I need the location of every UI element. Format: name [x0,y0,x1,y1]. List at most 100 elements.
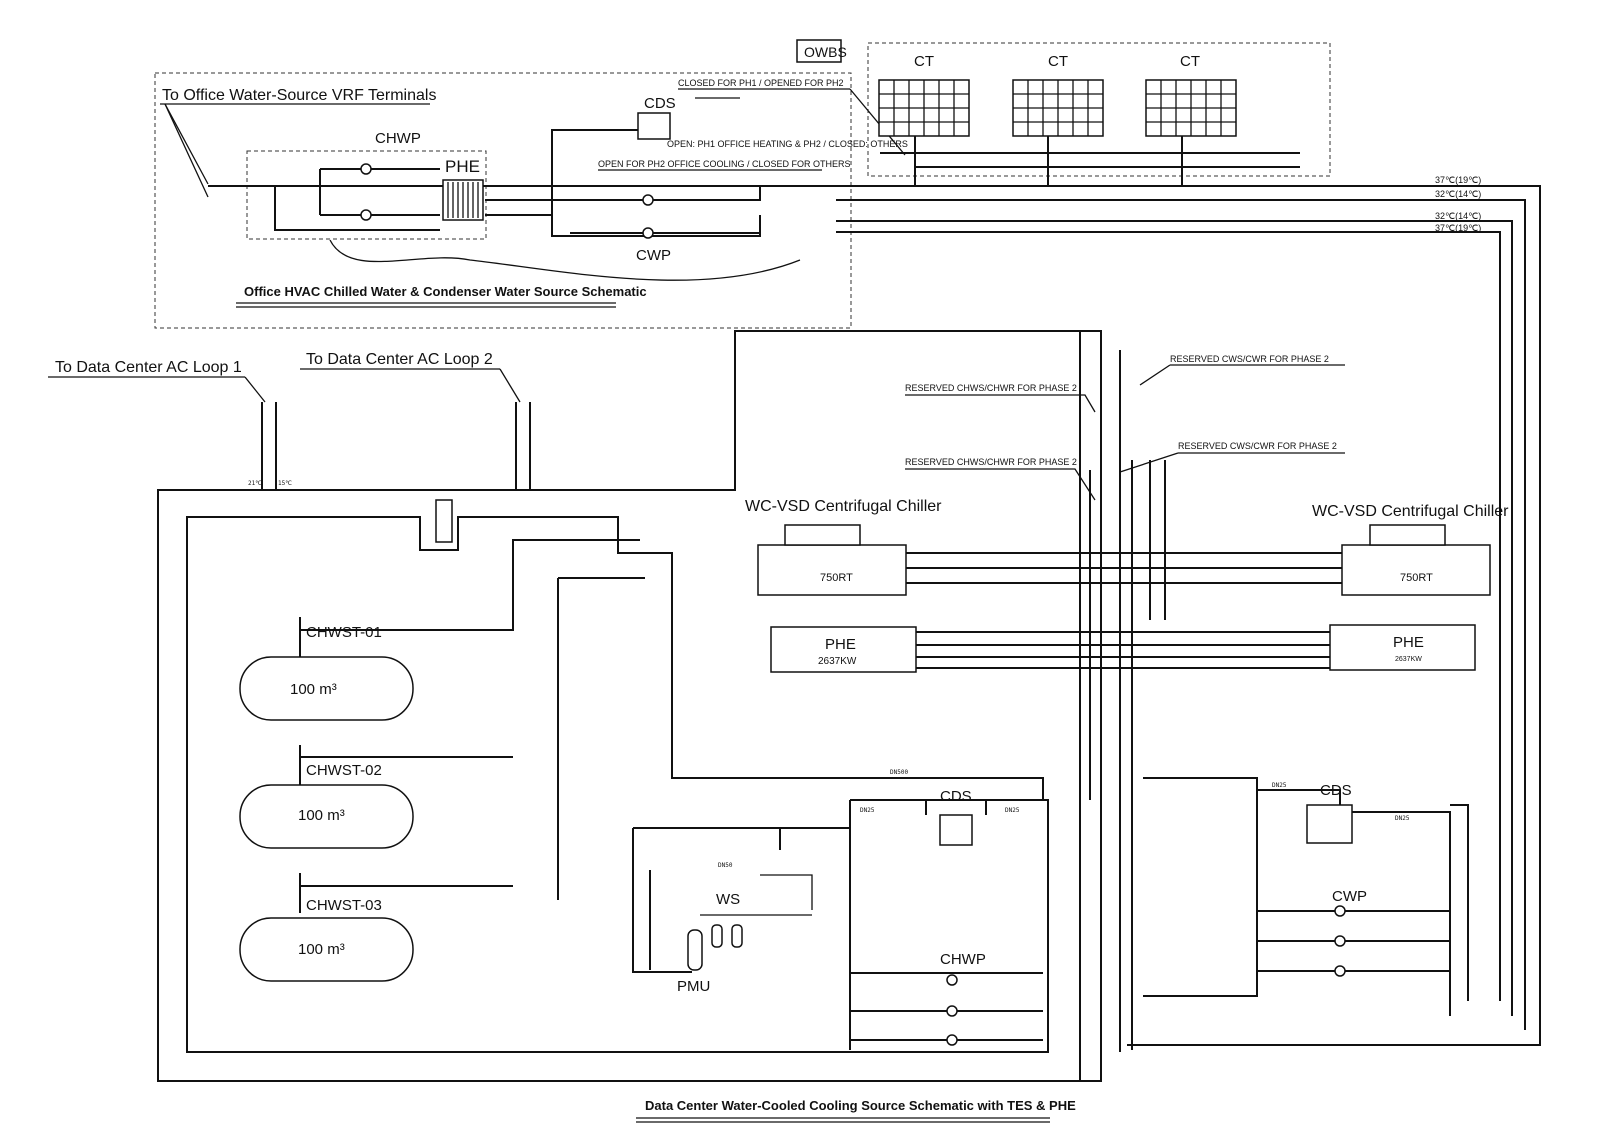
chiller-phe-headers [906,552,1342,669]
chiller-right-label: WC-VSD Centrifugal Chiller [1312,503,1509,520]
office-chwp-pump-1 [360,163,372,175]
cooling-tower-2: CT [1012,53,1104,137]
ct-header-pipes [880,136,1300,186]
dn25-label-c: DN25 [1272,782,1287,789]
dc-cds-unit [939,814,973,846]
reserved-risers [1079,331,1166,1081]
bypass-valve-box [435,499,453,543]
dc-loop1-leader [244,376,266,403]
office-phe-plates [447,182,479,218]
to-dc-loop2-label: To Data Center AC Loop 2 [306,351,493,368]
vrf-leader-2 [164,103,209,198]
temp-32-14: 32℃(14℃) [1435,189,1481,199]
office-phe-label: PHE [445,157,480,176]
owbs-box [796,39,842,63]
cw-main-risers [836,185,1541,1046]
office-cwp-label: CWP [636,247,671,264]
dc-primary-loop [157,330,1102,1082]
reserved-cws-note-1: RESERVED CWS/CWR FOR PHASE 2 [1170,354,1329,364]
right-cwp-pump-2 [1334,935,1346,947]
chiller-right-compressor [1369,524,1446,546]
tank-headers [300,539,645,900]
chiller-right-unit [1341,544,1491,596]
dc-chwp-pump-3 [946,1034,958,1046]
cooling-tower-3: CT [1145,53,1237,137]
ws-label: WS [716,891,740,908]
dn25-label-b: DN25 [1005,807,1020,814]
reserved-chws-note-1: RESERVED CHWS/CHWR FOR PHASE 2 [905,383,1077,393]
dc-cds-label: CDS [940,788,972,805]
chiller-left-compressor [784,524,861,546]
chiller-right-capacity: 750RT [1400,572,1433,584]
right-cwp-pump-1 [1334,905,1346,917]
ws-filter-1 [711,924,723,948]
chiller-left-capacity: 750RT [820,572,853,584]
dc-cds-pipes [849,799,1043,1050]
office-cwp-pump-2 [642,227,654,239]
office-cds-label: CDS [644,95,676,112]
office-chw-return [274,186,440,231]
right-cwp-riser [1450,804,1469,1001]
temp-15: 15℃ [278,480,292,487]
tank2-volume: 100 m³ [298,807,345,824]
chwst-03-tank: CHWST-03 100 m³ [239,897,414,982]
right-cwp-branches [1257,910,1450,972]
office-chwp-pump-2 [360,209,372,221]
phe-left-label: PHE [825,636,856,653]
open-ph2-cooling-note: OPEN FOR PH2 OFFICE COOLING / CLOSED FOR… [598,159,851,169]
office-cwp-pump-1 [642,194,654,206]
ws-piping [700,874,813,916]
to-dc-loop1-label: To Data Center AC Loop 1 [55,359,242,376]
owbs-boundary [867,42,1331,177]
dc-chwp-label: CHWP [940,951,986,968]
reserved-cws-note-2: RESERVED CWS/CWR FOR PHASE 2 [1178,441,1337,451]
vrf-leader [164,103,209,185]
reserved-chws-note-2: RESERVED CHWS/CHWR FOR PHASE 2 [905,457,1077,467]
chwst-02-tank: CHWST-02 100 m³ [239,762,414,849]
phe-left-unit [770,626,917,673]
to-office-vrf-label: To Office Water-Source VRF Terminals [162,87,436,104]
reserved-leaders [905,364,1345,501]
dn50-label: DN50 [718,862,733,869]
temp-21: 21℃ [248,480,262,487]
dn25-label-a: DN25 [860,807,875,814]
pmu-vessel [687,929,703,971]
dc-loop2-leader [499,368,521,403]
closed-ph1-note: CLOSED FOR PH1 / OPENED FOR PH2 [678,78,844,88]
office-signal-line [329,239,801,281]
open-ph1-heating-note: OPEN: PH1 OFFICE HEATING & PH2 / CLOSED:… [667,139,908,149]
office-cw-branches [485,129,761,216]
dc-loop-risers [261,402,531,490]
dc-chwp-pump-1 [946,974,958,986]
temp-37-19b: 37℃(19℃) [1435,223,1481,233]
ct-label-2: CT [1048,53,1068,70]
tank1-label: CHWST-01 [306,624,382,641]
phe-right-unit [1329,624,1476,671]
dc-schematic-title: Data Center Water-Cooled Cooling Source … [645,1098,1076,1113]
chwst-01-tank: CHWST-01 100 m³ [239,624,414,721]
tank3-label: CHWST-03 [306,897,382,914]
office-chwp-branches [319,168,440,216]
office-boundary [154,72,852,329]
pmu-label: PMU [677,978,710,995]
office-cwp-loop [551,200,761,237]
ws-filter-2 [731,924,743,948]
office-chwp-label: CHWP [375,130,421,147]
closed-ph1-leader-2 [849,88,906,156]
right-cwp-pump-3 [1334,965,1346,977]
right-cds-unit [1306,804,1353,844]
office-schematic-title: Office HVAC Chilled Water & Condenser Wa… [244,284,647,299]
chiller-left-unit [757,544,907,596]
right-cwp-label: CWP [1332,888,1367,905]
dc-chwp-branches [850,972,1043,1041]
ct-label-1: CT [914,53,934,70]
phe-right-capacity: 2637KW [1395,656,1422,663]
tank2-label: CHWST-02 [306,762,382,779]
pmu-piping [632,827,850,973]
chiller-left-label: WC-VSD Centrifugal Chiller [745,498,942,515]
temp-32-14b: 32℃(14℃) [1435,211,1481,221]
office-cds-unit [637,112,671,140]
dc-chwp-pump-2 [946,1005,958,1017]
